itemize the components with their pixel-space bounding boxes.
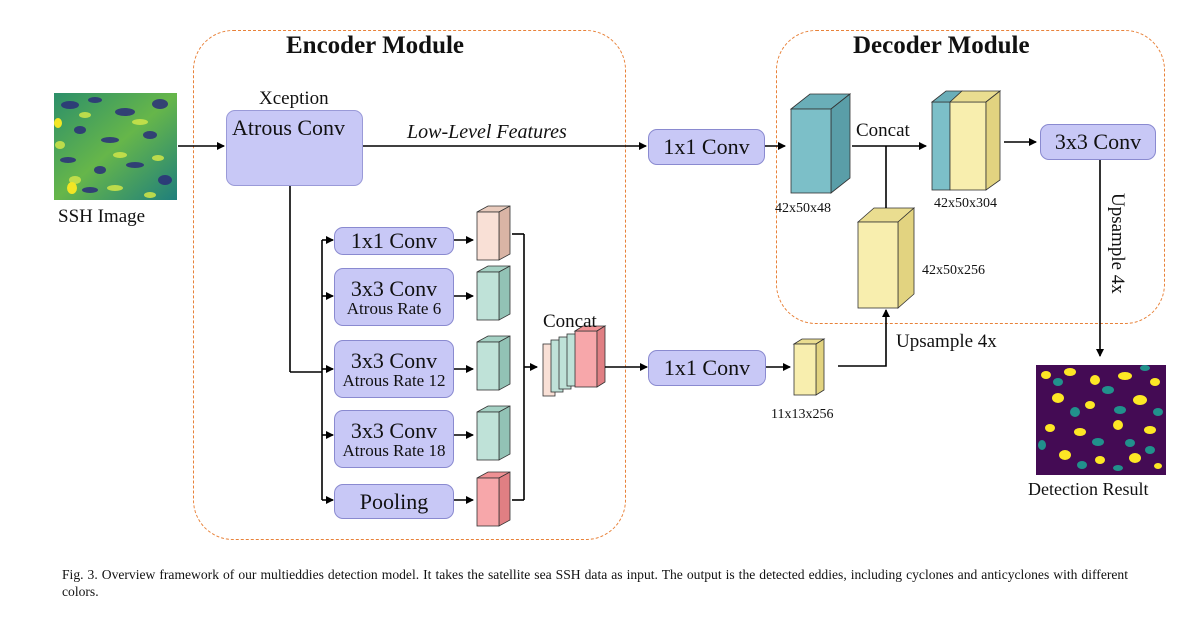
dim-upsampled: 42x50x256 xyxy=(922,263,985,278)
xception-block xyxy=(226,110,363,186)
decoder-module xyxy=(776,30,1165,324)
xception-title: Xception xyxy=(259,88,329,109)
aspp-conv-rate-6-sublabel: Atrous Rate 6 xyxy=(346,298,442,318)
aspp-conv-rate-18: 3x3 Conv Atrous Rate 18 xyxy=(334,410,454,468)
aspp-conv-1x1-label: 1x1 Conv xyxy=(350,228,438,254)
low-level-feature-map xyxy=(789,93,852,194)
aspp-conv-rate-12-sublabel: Atrous Rate 12 xyxy=(342,370,446,390)
aspp-conv-1x1: 1x1 Conv xyxy=(334,227,454,255)
dim-low-level: 42x50x48 xyxy=(775,201,831,216)
upsample-label: Upsample 4x xyxy=(896,331,997,352)
output-label: Detection Result xyxy=(1028,479,1149,499)
decoder-conv-3x3: 3x3 Conv xyxy=(1040,124,1156,160)
aspp-pooling: Pooling xyxy=(334,484,454,519)
encoder-conv-1x1-label: 1x1 Conv xyxy=(663,355,751,381)
decoder-title: Decoder Module xyxy=(853,32,1030,59)
aspp-conv-rate-12-label: 3x3 Conv xyxy=(350,347,438,373)
aspp-conv-rate-12: 3x3 Conv Atrous Rate 12 xyxy=(334,340,454,398)
low-level-features-label: Low-Level Features xyxy=(407,121,567,143)
aspp-feature-map-5 xyxy=(476,471,511,527)
input-label: SSH Image xyxy=(58,206,146,227)
aspp-feature-map-1 xyxy=(476,205,511,261)
ssh-input-image xyxy=(54,93,177,200)
decoder-concat-label: Concat xyxy=(856,120,910,141)
diagram-connections xyxy=(54,90,1166,527)
aspp-conv-rate-18-label: 3x3 Conv xyxy=(350,417,438,443)
aspp-feature-map-4 xyxy=(476,405,511,461)
decoder-concat-feature-map xyxy=(930,90,1002,191)
encoder-conv-1x1: 1x1 Conv xyxy=(648,350,766,386)
detection-result-image xyxy=(1036,365,1166,475)
upsampled-feature-map xyxy=(856,207,916,309)
decoder-conv-3x3-label: 3x3 Conv xyxy=(1054,129,1142,155)
decoder-low-conv-1x1-label: 1x1 Conv xyxy=(663,134,750,160)
aspp-feature-map-3 xyxy=(476,335,511,391)
figure-caption: Fig. 3. Overview framework of our multie… xyxy=(62,567,1128,599)
aspp-conv-rate-6: 3x3 Conv Atrous Rate 6 xyxy=(334,268,454,326)
aspp-pooling-label: Pooling xyxy=(359,488,429,514)
encoder-module xyxy=(193,30,626,540)
aspp-feature-map-2 xyxy=(476,265,511,321)
concat-feature-stack xyxy=(542,325,607,397)
decoder-low-conv-1x1: 1x1 Conv xyxy=(648,129,765,165)
aspp-conv-rate-18-sublabel: Atrous Rate 18 xyxy=(342,440,446,460)
atrous-conv-label: Atrous Conv xyxy=(232,115,346,140)
dim-decoder-concat: 42x50x304 xyxy=(934,196,997,211)
encoder-concat-label: Concat xyxy=(543,311,597,332)
encoder-title: Encoder Module xyxy=(286,32,465,59)
encoder-output-feature-map xyxy=(792,338,826,396)
dim-encoder-output: 11x13x256 xyxy=(771,407,834,422)
final-upsample-label: Upsample 4x xyxy=(1107,193,1128,294)
aspp-conv-rate-6-label: 3x3 Conv xyxy=(350,275,438,301)
